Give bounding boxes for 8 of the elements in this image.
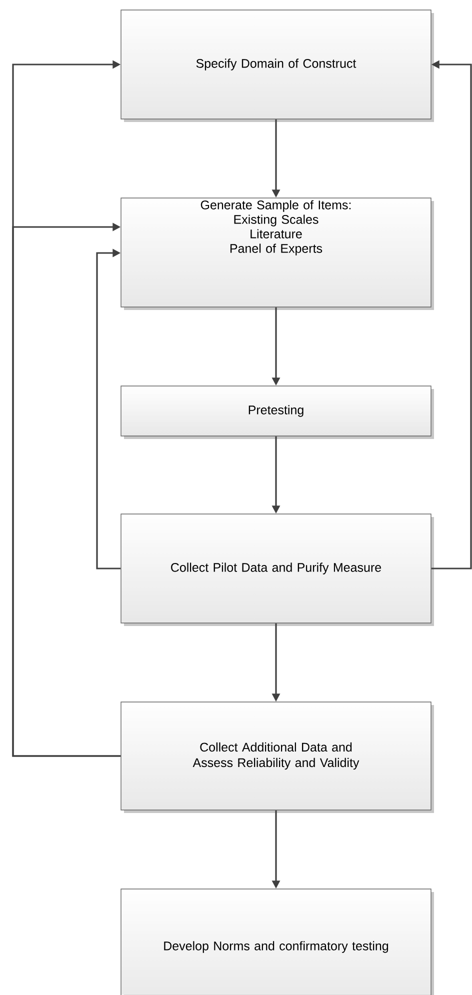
process-box: Develop Norms and confirmatory testing (120, 888, 434, 995)
process-box: Specify Domain of Construct (120, 10, 434, 122)
arrow (96, 248, 121, 570)
process-box: Generate Sample of Items: Existing Scales Literature Panel of Experts (120, 198, 434, 310)
arrow (12, 222, 121, 757)
process-box: Collect Additional Data and Assess Reliability and Validity (120, 702, 434, 813)
process-box: Pretesting (120, 386, 434, 439)
process-box: Collect Pilot Data and Purify Measure (120, 514, 434, 626)
